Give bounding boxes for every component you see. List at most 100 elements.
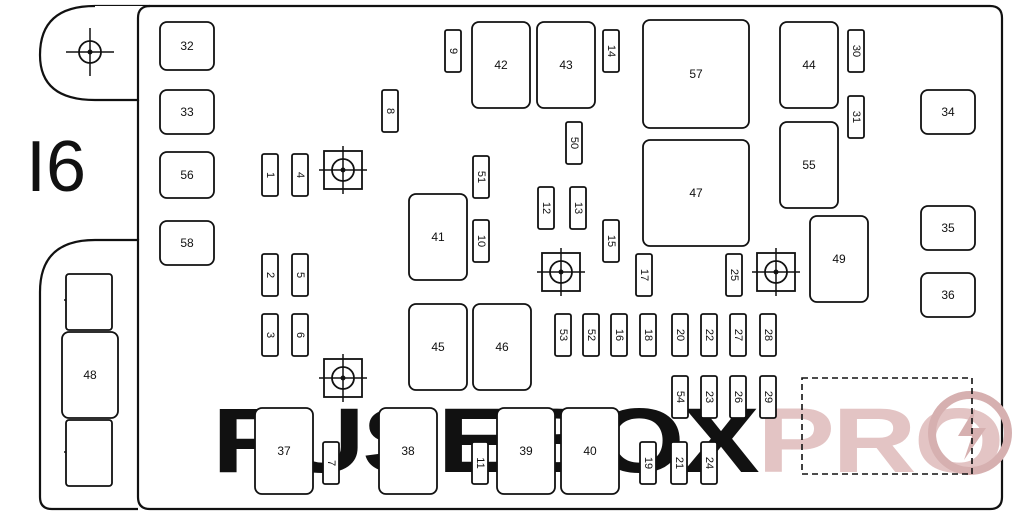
fuse-slot-35 bbox=[920, 205, 976, 251]
fuse-position-45: 45 bbox=[408, 303, 468, 391]
fuse-slot-40 bbox=[560, 407, 620, 495]
fuse-slot-54 bbox=[671, 375, 689, 419]
fuse-position-39: 39 bbox=[496, 407, 556, 495]
fuse-slot-13 bbox=[569, 186, 587, 230]
fuse-slot-23 bbox=[700, 375, 718, 419]
fuse-label: 56 bbox=[180, 168, 194, 182]
fuse-position-26: 26 bbox=[729, 375, 747, 419]
fuse-position-52: 52 bbox=[582, 313, 600, 357]
fuse-slot-6 bbox=[291, 313, 309, 357]
fuse-position-57: 57 bbox=[642, 19, 750, 129]
fuse-position-6: 6 bbox=[291, 313, 309, 357]
fuse-slot-3 bbox=[261, 313, 279, 357]
fuse-label: 54 bbox=[674, 391, 686, 403]
fuse-label: 12 bbox=[540, 202, 552, 214]
fuse-position-54: 54 bbox=[671, 375, 689, 419]
fuse-slot-44 bbox=[779, 21, 839, 109]
fuse-position-31: 31 bbox=[847, 95, 865, 139]
fuse-position-12: 12 bbox=[537, 186, 555, 230]
fuse-position-5: 5 bbox=[291, 253, 309, 297]
fuse-slot-10 bbox=[472, 219, 490, 263]
fuse-slot-38 bbox=[378, 407, 438, 495]
fuse-label: 22 bbox=[703, 329, 715, 341]
fuse-label: 49 bbox=[832, 252, 846, 266]
fuse-label: 24 bbox=[703, 457, 715, 469]
fuse-label: 1 bbox=[264, 172, 276, 178]
fuse-slot-43 bbox=[536, 21, 596, 109]
fuse-label: 57 bbox=[689, 67, 703, 81]
fuse-label: 3 bbox=[264, 332, 276, 338]
fuse-position-18: 18 bbox=[639, 313, 657, 357]
fuse-position-16: 16 bbox=[610, 313, 628, 357]
fuse-slot-1 bbox=[261, 153, 279, 197]
fuse-label: 42 bbox=[494, 58, 508, 72]
fuse-position-19: 19 bbox=[639, 441, 657, 485]
fuse-slot-17 bbox=[635, 253, 653, 297]
fuse-label: 38 bbox=[401, 444, 415, 458]
fuse-label: 32 bbox=[180, 39, 194, 53]
fuse-slot-33 bbox=[159, 89, 215, 135]
fuse-label: 46 bbox=[495, 340, 509, 354]
fuse-position-35: 35 bbox=[920, 205, 976, 251]
fuse-label: 37 bbox=[277, 444, 291, 458]
fuse-label: 53 bbox=[557, 329, 569, 341]
fuse-label: 17 bbox=[638, 269, 650, 281]
panel-code: I6 bbox=[26, 127, 86, 207]
fuse-position-24: 24 bbox=[700, 441, 718, 485]
fuse-slot-22 bbox=[700, 313, 718, 357]
fuse-position-4: 4 bbox=[291, 153, 309, 197]
fuse-label: 58 bbox=[180, 236, 194, 250]
fuse-slot-57 bbox=[642, 19, 750, 129]
fuse-slot-4 bbox=[291, 153, 309, 197]
fuse-position-7: 7 bbox=[322, 441, 340, 485]
fuse-label: 9 bbox=[447, 48, 459, 54]
fuse-label: 11 bbox=[474, 457, 486, 468]
fuse-label: 36 bbox=[941, 288, 955, 302]
fuse-slot-41 bbox=[408, 193, 468, 281]
fuse-label: 14 bbox=[605, 45, 617, 57]
fuse-label: 30 bbox=[850, 45, 862, 57]
fuse-position-49: 49 bbox=[809, 215, 869, 303]
crosshair-icon-lower bbox=[319, 354, 367, 402]
fuse-position-15: 15 bbox=[602, 219, 620, 263]
fuse-slot-56 bbox=[159, 151, 215, 199]
fuse-label: 6 bbox=[294, 332, 306, 338]
fuse-slot-21 bbox=[670, 441, 688, 485]
fuse-position-27: 27 bbox=[729, 313, 747, 357]
fuse-position-38: 38 bbox=[378, 407, 438, 495]
fuse-position-48: 48 bbox=[61, 331, 119, 419]
fuse-position-32: 32 bbox=[159, 21, 215, 71]
fuse-slot-28 bbox=[759, 313, 777, 357]
fuse-position-13: 13 bbox=[569, 186, 587, 230]
fuse-position-56: 56 bbox=[159, 151, 215, 199]
fuse-slot-30 bbox=[847, 29, 865, 73]
fuse-position-30: 30 bbox=[847, 29, 865, 73]
fuse-slot-18 bbox=[639, 313, 657, 357]
fuse-label: 33 bbox=[180, 105, 194, 119]
fuse-label: 2 bbox=[264, 272, 276, 278]
fuse-label: 40 bbox=[583, 444, 597, 458]
fuse-position-29: 29 bbox=[759, 375, 777, 419]
fuse-slot-14 bbox=[602, 29, 620, 73]
fuse-label: 18 bbox=[642, 329, 654, 341]
fuse-position-20: 20 bbox=[671, 313, 689, 357]
fuse-label: 34 bbox=[941, 105, 955, 119]
fuse-position-25: 25 bbox=[725, 253, 743, 297]
fuse-slot-45 bbox=[408, 303, 468, 391]
fuse-slot-58 bbox=[159, 220, 215, 266]
fuse-position-42: 42 bbox=[471, 21, 531, 109]
fuse-position-22: 22 bbox=[700, 313, 718, 357]
fuse-position-58: 58 bbox=[159, 220, 215, 266]
fuse-slot-8 bbox=[381, 89, 399, 133]
fuse-position-34: 34 bbox=[920, 89, 976, 135]
fuse-position-47: 47 bbox=[642, 139, 750, 247]
fuse-label: 52 bbox=[585, 329, 597, 341]
fuse-position-14: 14 bbox=[602, 29, 620, 73]
fuse-label: 45 bbox=[431, 340, 445, 354]
crosshair-icon-upper bbox=[319, 146, 367, 194]
fuse-slot-19 bbox=[639, 441, 657, 485]
fuse-position-11: 11 bbox=[471, 441, 489, 485]
fuse-position-41: 41 bbox=[408, 193, 468, 281]
fuse-label: 4 bbox=[294, 172, 306, 178]
